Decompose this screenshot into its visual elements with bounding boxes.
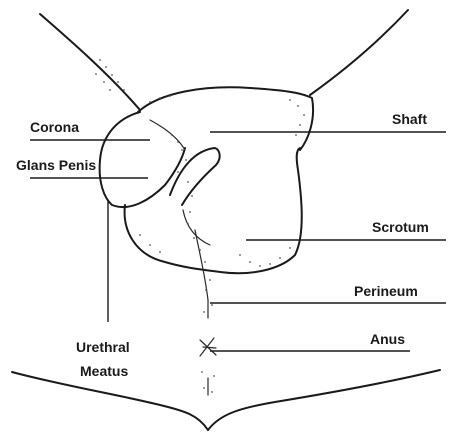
- anus-label: Anus: [370, 331, 405, 347]
- right-thigh-outline: [310, 10, 408, 95]
- glans-outline: [100, 112, 185, 207]
- right-buttock-outline: [208, 370, 440, 430]
- shaft-label: Shaft: [392, 111, 427, 127]
- perineum-label: Perineum: [354, 283, 418, 299]
- urethral-meatus-label-line2: Meatus: [80, 363, 128, 379]
- shaft-fold: [170, 148, 220, 205]
- shaft-outline: [138, 87, 313, 150]
- scrotum-label: Scrotum: [372, 219, 429, 235]
- left-thigh-outline: [40, 14, 140, 110]
- left-buttock-outline: [12, 372, 208, 430]
- glans-penis-label: Glans Penis: [16, 157, 96, 173]
- corona-label: Corona: [30, 119, 79, 135]
- anus-mark: [200, 338, 216, 356]
- corona-ridge: [150, 120, 185, 150]
- urethral-meatus-label-line1: Urethral: [76, 339, 130, 355]
